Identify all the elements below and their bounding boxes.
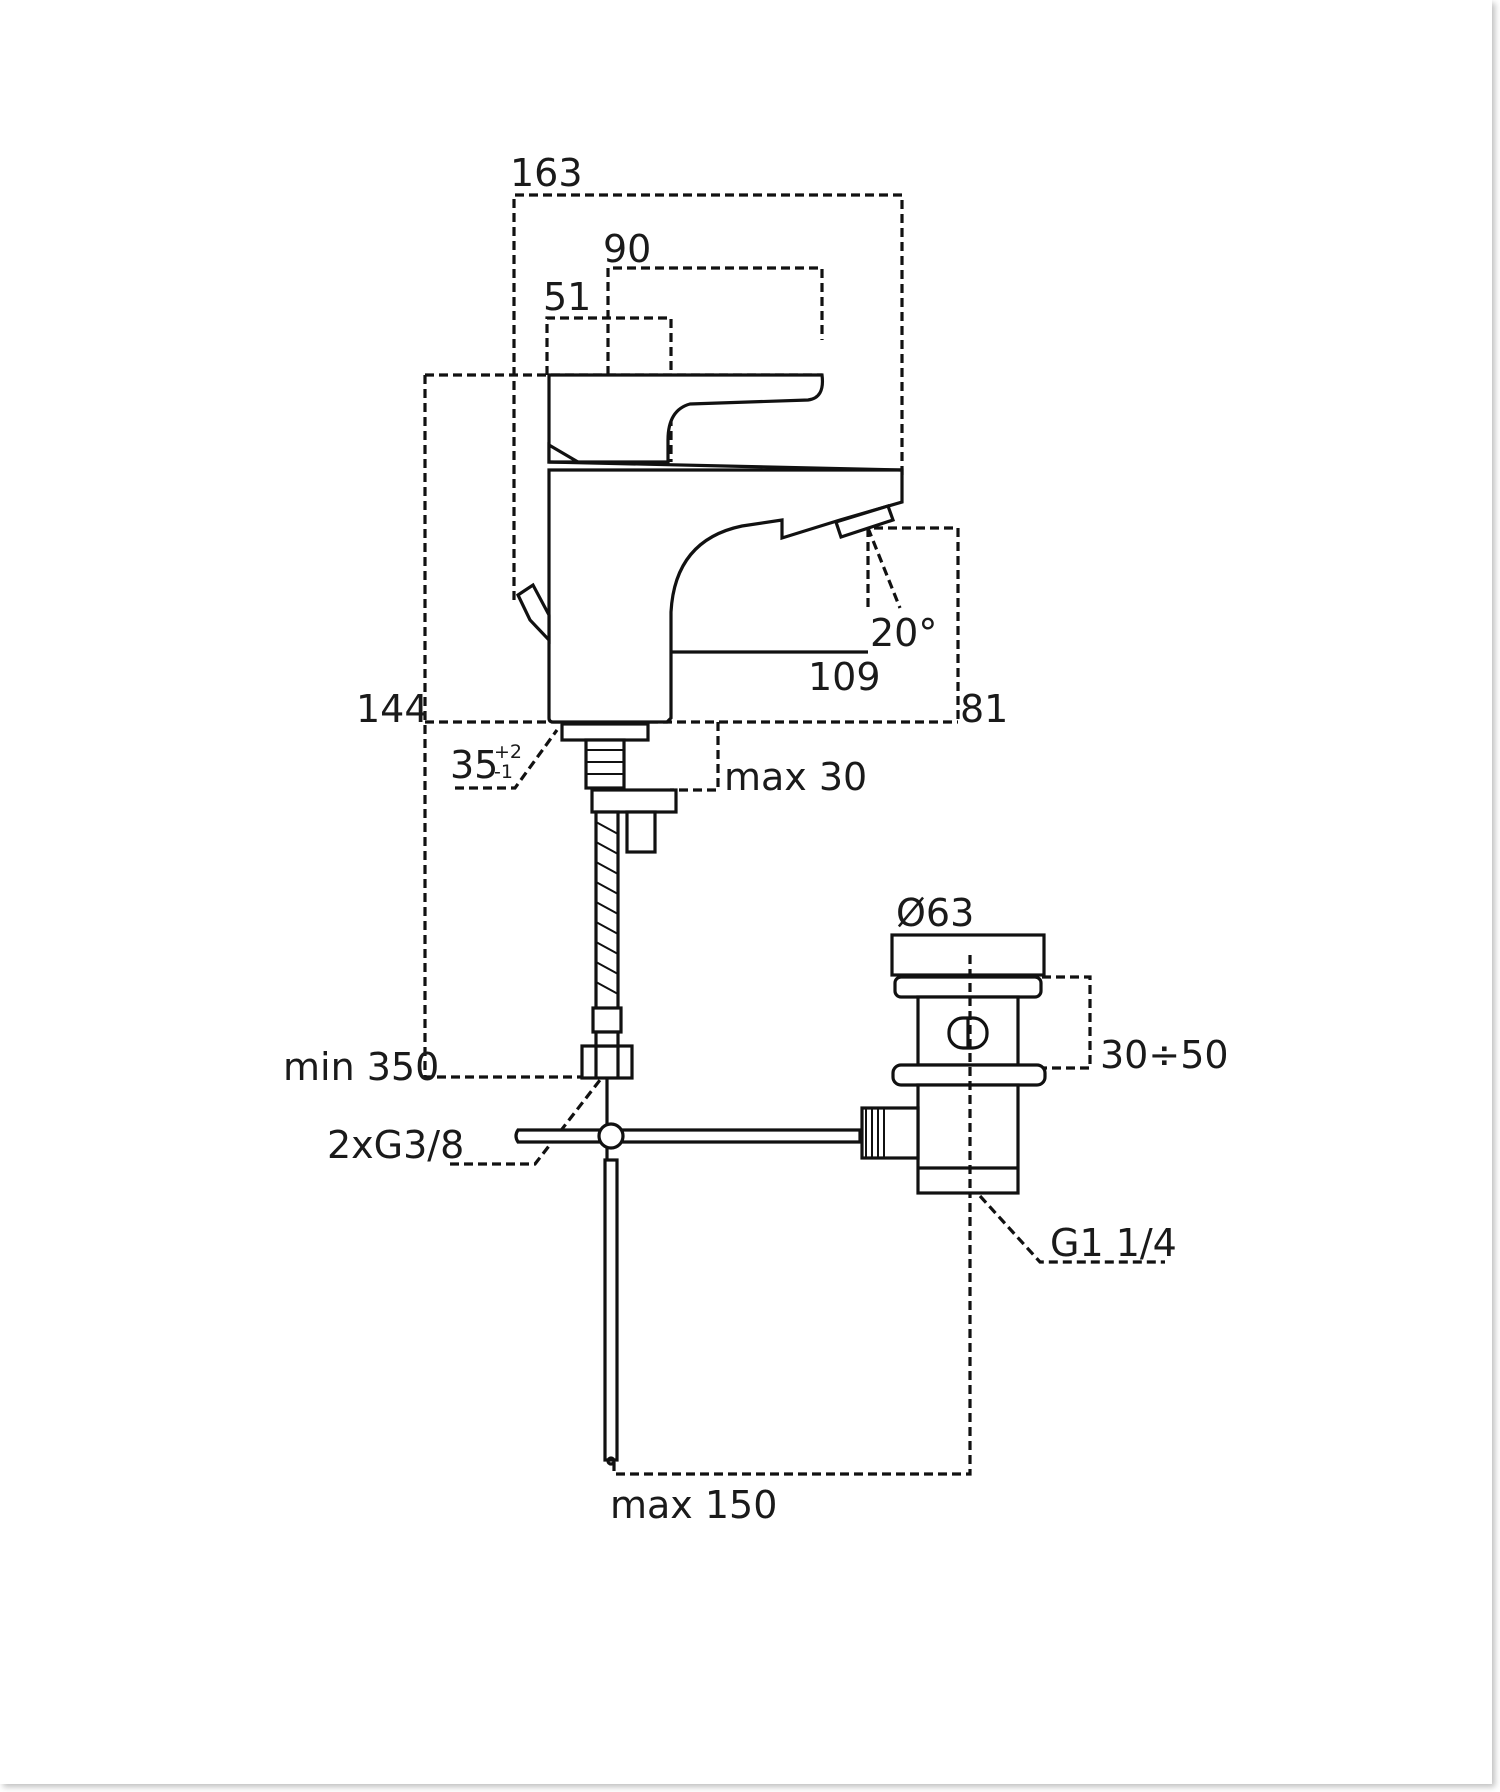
label-163: 163 [510, 151, 583, 195]
hose-ferrule [591, 1006, 623, 1034]
label-diameter-63: Ø63 [896, 891, 974, 935]
faucet-spout-body [547, 468, 904, 724]
faucet-body [515, 373, 904, 724]
leader-g114 [978, 1194, 1165, 1264]
label-35: 35 [450, 743, 498, 787]
label-min350: min 350 [283, 1045, 439, 1089]
waste-flange-top [893, 975, 1043, 999]
threaded-stud [584, 738, 626, 790]
fixing-nut [625, 810, 657, 854]
dim-81-line [860, 526, 960, 722]
fixing-washer [590, 788, 678, 814]
label-35-tolerance-minus: -1 [494, 761, 513, 783]
waste-cap [890, 933, 1046, 977]
label-109: 109 [808, 655, 881, 699]
dim-163-line [512, 193, 904, 600]
label-max30: max 30 [724, 755, 867, 799]
label-2xg38: 2xG3/8 [327, 1123, 464, 1167]
port-threads [865, 1108, 885, 1158]
label-30-50: 30÷50 [1100, 1033, 1229, 1077]
dimension-labels: 163 90 51 144 81 109 20° 35 +2 -1 max 30… [283, 151, 1229, 1527]
label-90: 90 [603, 227, 651, 271]
label-81: 81 [960, 687, 1008, 731]
faucet-handle [547, 373, 825, 464]
g38-connector-nut [580, 1044, 634, 1080]
hose-end [606, 1456, 616, 1466]
dim-20-angle-line [866, 527, 902, 609]
waste-body-lower [916, 1083, 1020, 1195]
popup-rod [514, 1122, 862, 1150]
dim-30-50-line [1042, 975, 1092, 1070]
nut-neck [594, 1030, 620, 1048]
label-35-tolerance-plus: +2 [494, 741, 522, 763]
waste-valve [860, 933, 1047, 1195]
label-g114: G1 1/4 [1050, 1221, 1177, 1265]
dim-144-350-line [423, 375, 604, 1079]
leader-g38 [450, 1079, 602, 1166]
aerator [833, 504, 896, 540]
label-144: 144 [356, 687, 429, 731]
base-flange [560, 722, 650, 742]
handle-seam [548, 460, 903, 472]
hose-braid [595, 821, 619, 995]
leader-35 [455, 729, 559, 790]
label-max150: max 150 [610, 1483, 777, 1527]
mounting-assembly [560, 722, 678, 1466]
popup-knob [515, 582, 551, 645]
waste-rod-port [860, 1106, 920, 1160]
rod-clip [597, 1122, 625, 1150]
label-51: 51 [543, 275, 591, 319]
flex-hose-lower [603, 1158, 619, 1462]
popup-rod-bar [514, 1128, 862, 1144]
label-20-degrees: 20° [870, 611, 937, 655]
dim-90-line [606, 266, 824, 375]
dim-max150-line [612, 1068, 972, 1476]
dim-max30-line [670, 722, 720, 792]
